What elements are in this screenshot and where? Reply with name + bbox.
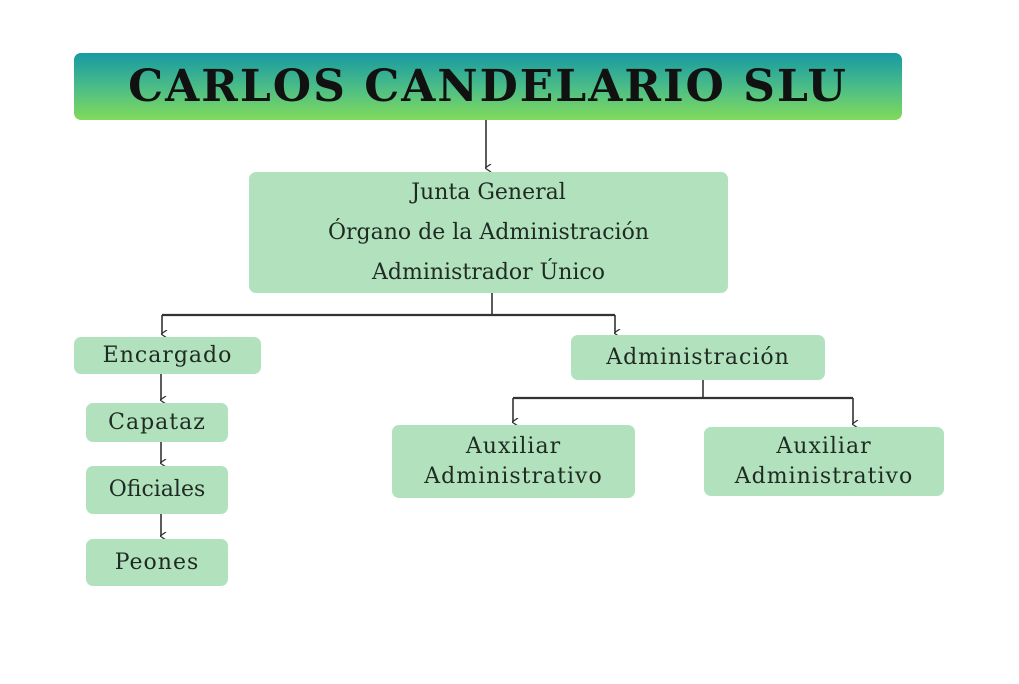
governance-box: Junta General Órgano de la Administració… <box>249 172 728 293</box>
box-line: Órgano de la Administración <box>327 219 649 245</box>
box-line: Administrativo <box>424 463 603 489</box>
box-line: Auxiliar <box>776 433 872 459</box>
oficiales-box: Oficiales <box>86 466 228 514</box>
capataz-box: Capataz <box>86 403 228 442</box>
auxiliar-box: Auxiliar Administrativo <box>392 425 635 498</box>
auxiliar-box: Auxiliar Administrativo <box>704 427 944 496</box>
peones-box: Peones <box>86 539 228 586</box>
box-line: Administrativo <box>734 463 914 489</box>
box-line: Administrador Único <box>372 259 605 285</box>
box-line: Junta General <box>411 179 566 205</box>
encargado-box: Encargado <box>74 337 261 374</box>
box-line: Auxiliar <box>465 433 562 459</box>
administracion-box: Administración <box>571 335 825 380</box>
company-title: CARLOS CANDELARIO SLU <box>74 53 902 120</box>
